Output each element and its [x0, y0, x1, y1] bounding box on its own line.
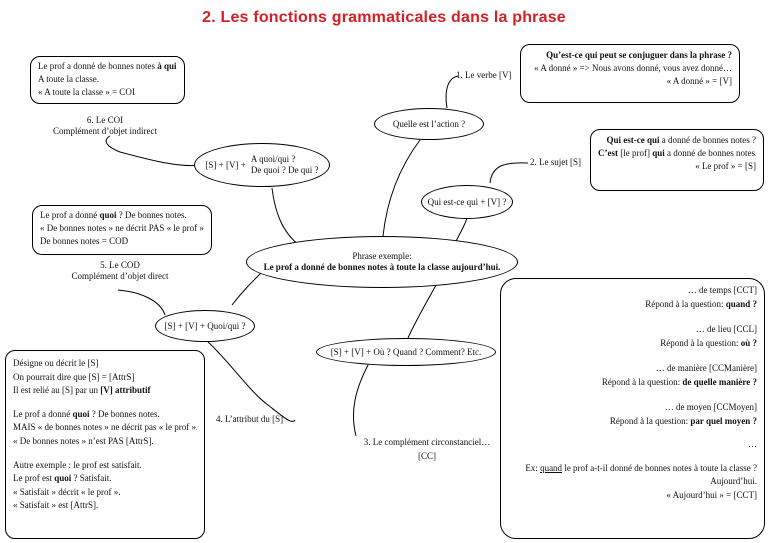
box-coi-line-1: Le prof a donné de bonnes notes à qui ? [38, 61, 177, 71]
center-line-1: Phrase exemple: [352, 251, 412, 261]
box-sujet-line-3: « Le prof » = [S] [695, 161, 756, 171]
label-cc-line-2: [CC] [418, 451, 436, 461]
link-center-action [382, 139, 421, 237]
label-verbe: 1. Le verbe [V] [456, 70, 512, 80]
box-sujet-line-2: C’est [le prof] qui a donné de bonnes no… [598, 148, 756, 158]
box-attr-line-9: « Satisfait » décrit « le prof ». [13, 486, 121, 497]
box-cc-example-3: « Aujourd’hui » = [CCT] [666, 489, 757, 500]
action-ellipse: Quelle est l’action ? [374, 108, 484, 140]
box-attr-line-10: « Satisfait » est [AttrS]. [13, 500, 99, 511]
coi-question-part2a: A quoi/qui ? [250, 154, 296, 164]
box-attr-line-4: Le prof a donné quoi ? De bonnes notes. [13, 408, 160, 419]
box-coi-line-2: A toute la classe. [38, 74, 99, 84]
box-attr-line-1: Désigne ou décrit le [S] [13, 358, 99, 368]
center-ellipse: Phrase exemple: Le prof a donné de bonne… [246, 236, 518, 288]
box-cc-lieu-1: … de lieu [CCL] [695, 324, 757, 334]
box-verbe-line-1: Qu’est-ce qui peut se conjuguer dans la … [546, 50, 732, 60]
box-sujet: Qui est-ce qui a donné de bonnes notes ?… [590, 129, 764, 191]
box-cod-line-2: « De bonnes notes » ne décrit PAS « le p… [40, 223, 204, 233]
box-attr-line-6: « De bonnes notes » n’est PAS [AttrS]. [13, 435, 154, 446]
label-coi-line-1: 6. Le COI [86, 115, 124, 125]
label-cod-line-2: Complément d’objet direct [71, 271, 169, 281]
link-sujet-label [489, 162, 529, 184]
label-coi: 6. Le COI Complément d’objet indirect [44, 115, 166, 137]
box-sujet-line-1: Qui est-ce qui a donné de bonnes notes ? [606, 135, 756, 145]
label-cc-line-1: 3. Le complément circonstanciel… [363, 437, 491, 447]
link-coi-label [105, 135, 203, 167]
box-attr-line-8: Le prof est quoi ? Satisfait. [13, 473, 112, 484]
link-center-cod [231, 271, 263, 306]
box-attr-line-3: Il est relié au [S] par un [V] attributi… [13, 385, 151, 396]
box-cc-maniere-1: … de manière [CCManière] [655, 363, 757, 373]
label-coi-line-2: Complément d’objet indirect [53, 126, 157, 136]
box-cc: … de temps [CCT] Répond à la question: q… [500, 278, 765, 539]
link-center-coi [271, 187, 301, 247]
sujet-ellipse: Qui est-ce qui + [V] ? [421, 185, 513, 219]
box-verbe-line-3: « A donné » = [V] [666, 76, 732, 86]
box-verbe: Qu’est-ce qui peut se conjuguer dans la … [520, 44, 740, 103]
box-cc-example-2: Aujourd’hui. [710, 476, 757, 486]
box-cod: Le prof a donné quoi ? De bonnes notes. … [32, 205, 212, 255]
link-cod-label [117, 289, 166, 316]
coi-question-part1: [S] + [V] + [205, 159, 246, 170]
box-cc-lieu-2: Répond à la question: où ? [660, 337, 757, 348]
box-cc-example-1: Ex: quand le prof a-t-il donné de bonnes… [525, 462, 757, 473]
cc-question: [S] + [V] + Où ? Quand ? Comment? Etc. [330, 346, 482, 357]
box-verbe-line-2: « A donné » => Nous avons donné, vous av… [534, 63, 732, 73]
page-title: 2. Les fonctions grammaticales dans la p… [202, 9, 566, 26]
box-cc-moyen-1: … de moyen [CCMoyen] [664, 402, 757, 412]
box-coi-line-3: « A toute la classe » = COI [38, 87, 135, 97]
cc-ellipse: [S] + [V] + Où ? Quand ? Comment? Etc. [316, 338, 496, 366]
box-cod-line-3: De bonnes notes = COD [40, 236, 129, 246]
box-cc-temps-1: … de temps [CCT] [687, 285, 757, 295]
box-cc-moyen-2: Répond à la question: par quel moyen ? [609, 415, 757, 426]
box-cc-temps-2: Répond à la question: quand ? [645, 298, 757, 309]
coi-ellipse: [S] + [V] + A quoi/qui ? De quoi ? De qu… [194, 143, 330, 187]
cod-question: [S] + [V] + Quoi/qui ? [164, 320, 246, 331]
box-attribut: Désigne ou décrit le [S] On pourrait dir… [5, 350, 205, 539]
action-question: Quelle est l’action ? [392, 118, 466, 129]
box-attr-line-7: Autre exemple : le prof est satisfait. [13, 459, 142, 470]
label-cc: 3. Le complément circonstanciel… [CC] [356, 437, 498, 462]
label-cod: 5. Le COD Complément d’objet direct [60, 260, 180, 282]
box-cc-maniere-2: Répond à la question: de quelle manière … [601, 376, 757, 387]
cod-ellipse: [S] + [V] + Quoi/qui ? [155, 310, 255, 342]
label-cod-line-1: 5. Le COD [100, 260, 140, 270]
center-line-2: Le prof a donné de bonnes notes à toute … [263, 262, 501, 272]
box-attr-line-5: MAIS « de bonnes notes » ne décrit pas «… [13, 422, 197, 433]
box-cod-line-1: Le prof a donné quoi ? De bonnes notes. [40, 210, 187, 220]
link-center-sujet [454, 217, 468, 244]
box-attr-line-2: On pourrait dire que [S] = [AttrS] [13, 371, 135, 382]
box-coi: Le prof a donné de bonnes notes à qui ? … [30, 56, 185, 104]
label-sujet: 2. Le sujet [S] [530, 157, 581, 167]
sujet-question: Qui est-ce qui + [V] ? [427, 196, 507, 207]
label-attribut: 4. L’attribut du [S] [216, 414, 284, 424]
coi-question-part2b: De quoi ? De qui ? [250, 165, 319, 175]
link-cc-label [353, 364, 369, 437]
link-action-verbe [445, 75, 459, 109]
link-cod-attribut [207, 341, 296, 422]
box-cc-ellipsis: … [748, 439, 757, 449]
